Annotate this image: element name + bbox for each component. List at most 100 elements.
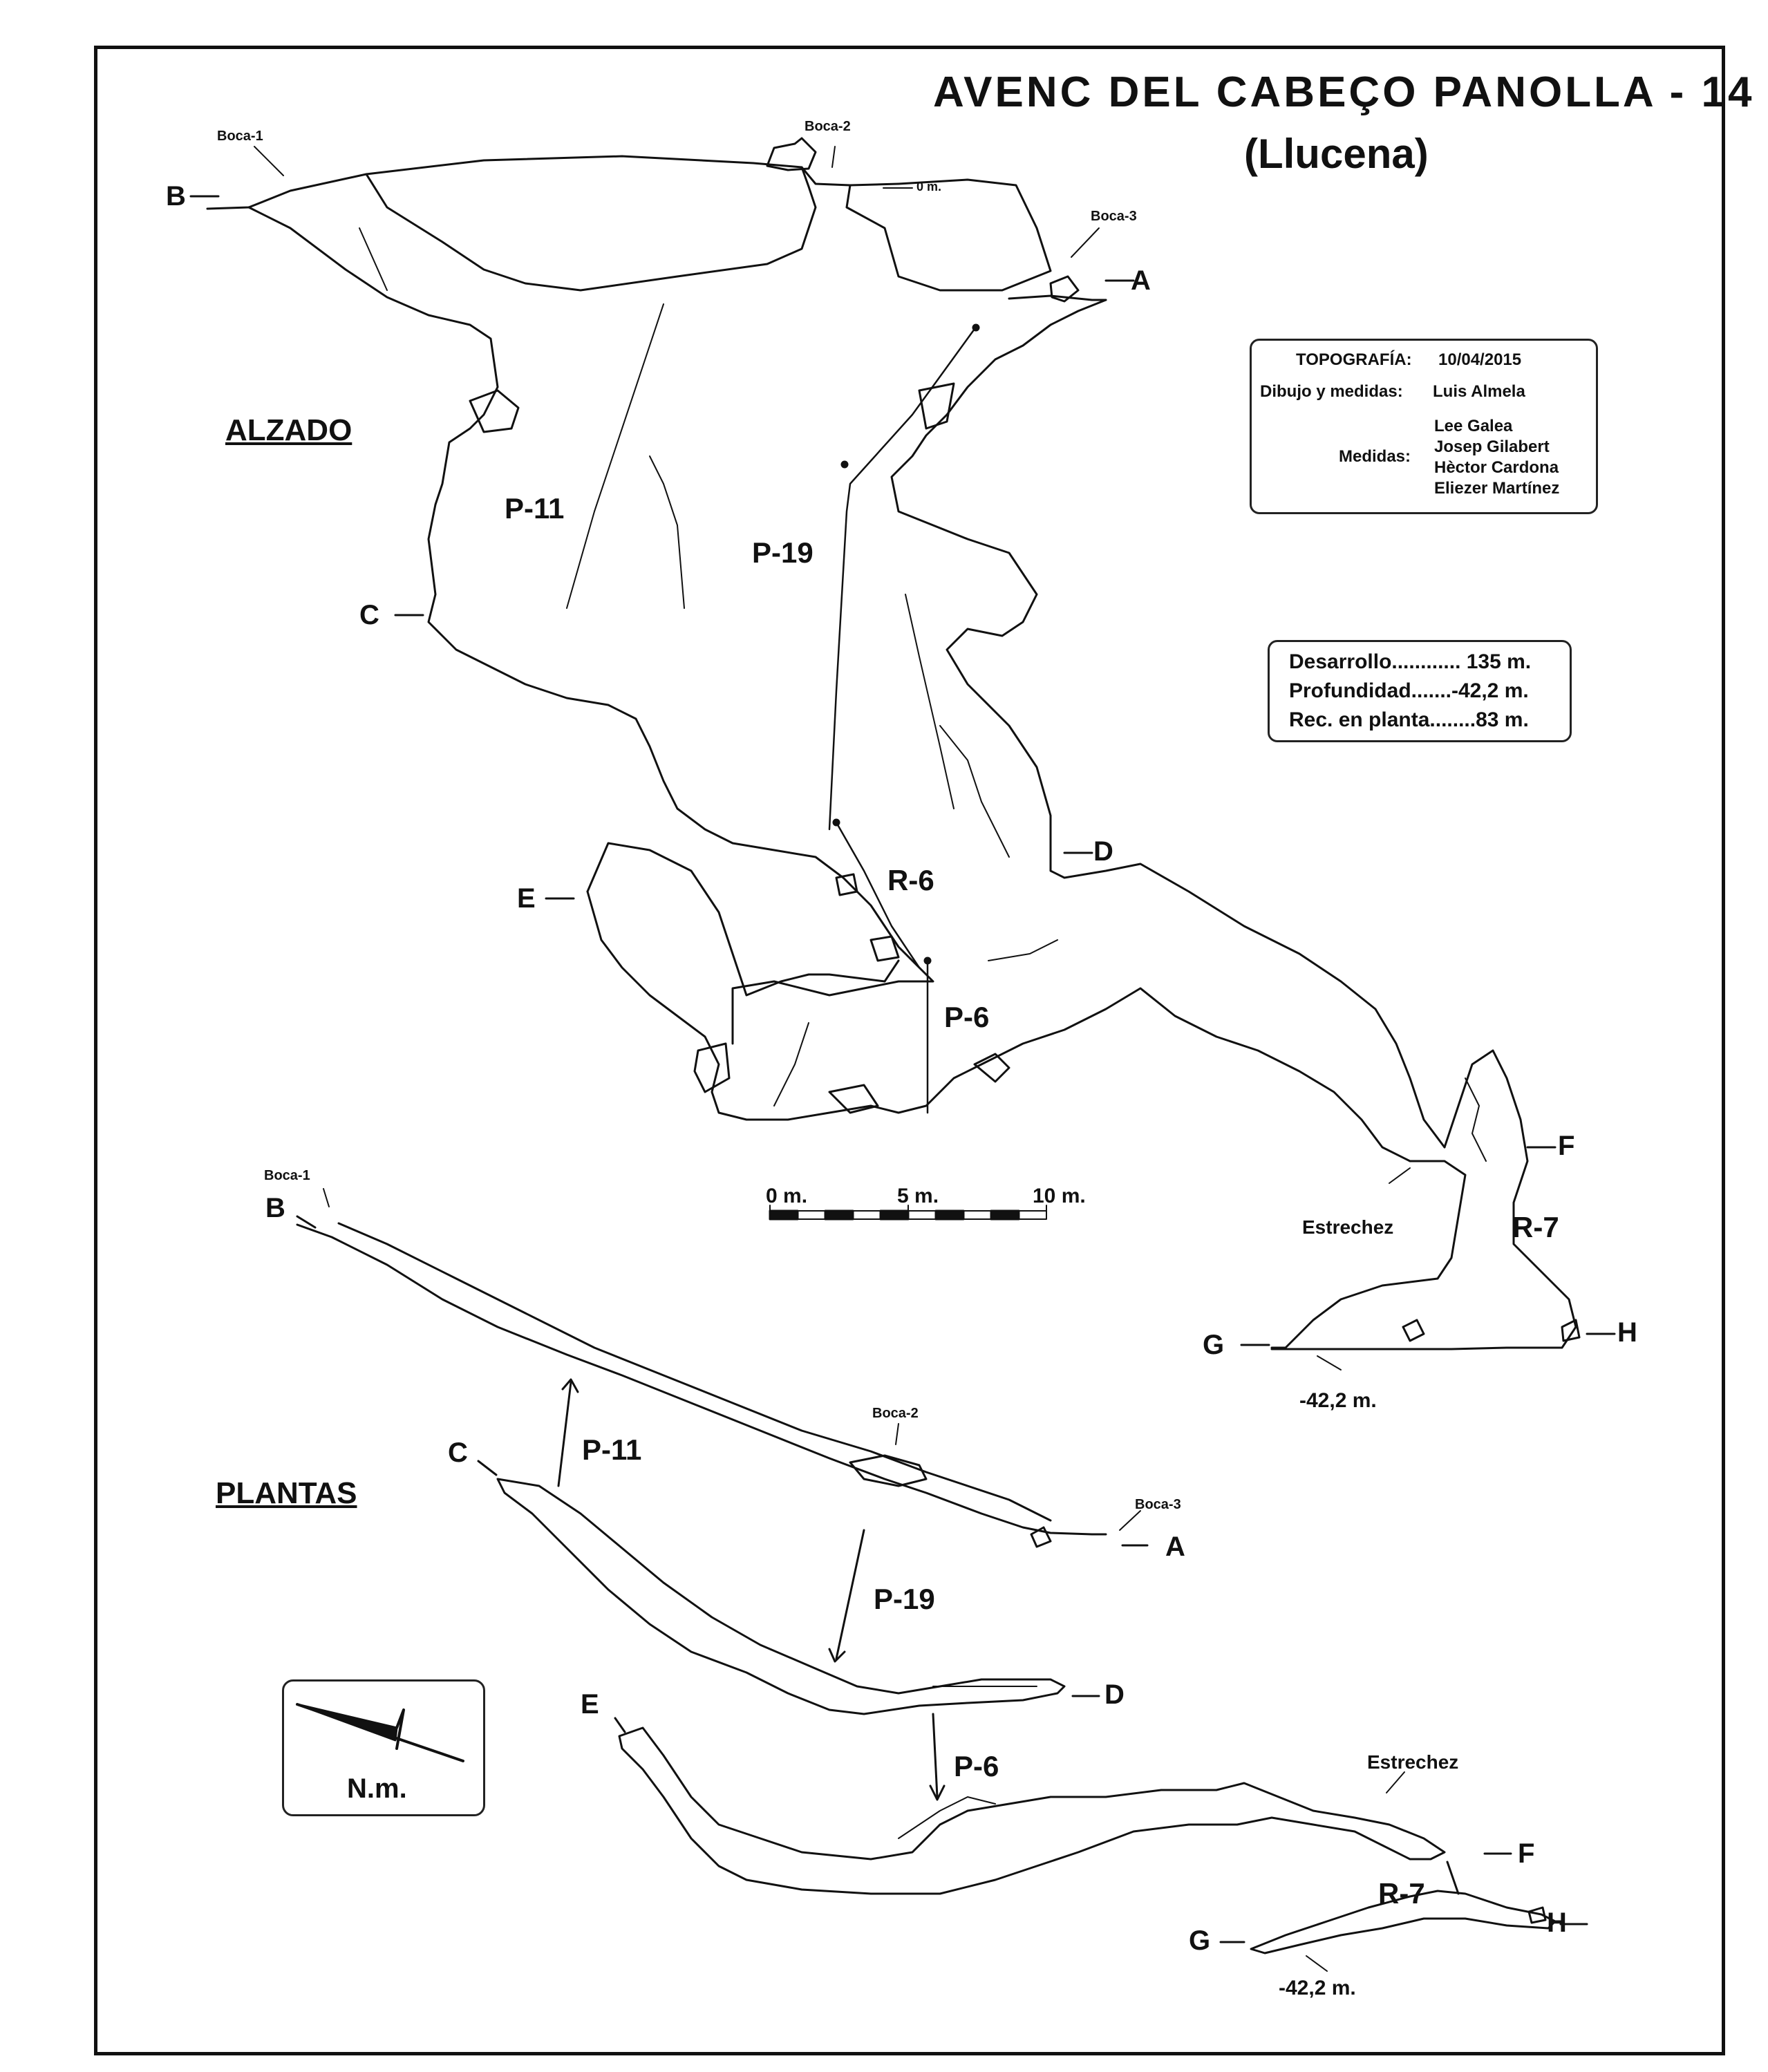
boca2-entrance — [766, 137, 817, 171]
map-frame — [94, 46, 1725, 2055]
plan-point-B: B — [265, 1193, 285, 1223]
plan-tick-E — [614, 1717, 626, 1733]
plan-arrow-p11-head — [561, 1378, 579, 1393]
elev-zero-level: 0 m. — [916, 180, 942, 194]
zero-chamber — [845, 178, 1052, 292]
plan-point-C: C — [448, 1438, 468, 1468]
elev-pit-p11: P-11 — [505, 492, 565, 525]
plan-passage-3-side — [898, 1796, 996, 1839]
stat-plan-length: Rec. en planta........83 m. — [1289, 708, 1529, 731]
map-title: AVENC DEL CABEÇO PANOLLA - 14 — [933, 68, 1755, 116]
lower-chamber — [586, 842, 900, 997]
r7-inner — [1465, 1077, 1487, 1162]
boulder-10 — [828, 1084, 879, 1114]
r7-right — [1270, 1049, 1577, 1350]
scale-bar — [769, 1205, 1047, 1221]
topo-label: TOPOGRAFÍA: — [1296, 350, 1412, 369]
plan-arrow-r7 — [1446, 1861, 1460, 1895]
survey-info-box: TOPOGRAFÍA: 10/04/2015 Dibujo y medidas:… — [1250, 339, 1598, 514]
surveyor-3: Hèctor Cardona — [1434, 458, 1559, 477]
boulder-4 — [835, 873, 858, 896]
plan-boca2: Boca-2 — [872, 1406, 919, 1421]
elev-pit-p19: P-19 — [752, 536, 814, 569]
depth-leader — [1317, 1355, 1342, 1371]
plan-boulder-2 — [1527, 1906, 1547, 1924]
r7-shaft — [1270, 1160, 1467, 1349]
elev-narrowing: Estrechez — [1302, 1216, 1394, 1238]
entrance-chamber — [365, 166, 817, 292]
plan-point-E: E — [581, 1689, 599, 1720]
anchor-4 — [923, 957, 932, 965]
boulder-7 — [973, 1053, 1010, 1083]
stat-depth: Profundidad.......-42,2 m. — [1289, 679, 1529, 702]
plan-point-G: G — [1189, 1925, 1211, 1956]
plan-boca2 — [849, 1454, 928, 1487]
plan-point-H: H — [1547, 1908, 1567, 1938]
r6-rope — [835, 821, 921, 969]
fracture-6 — [988, 939, 1058, 961]
drawing-label: Dibujo y medidas: — [1260, 382, 1403, 401]
plan-arrow-p19-head — [828, 1648, 846, 1663]
fracture-5 — [773, 1022, 809, 1106]
elev-pit-p6: P-6 — [944, 1001, 990, 1033]
elev-point-G: G — [1203, 1330, 1225, 1360]
elev-point-H: H — [1617, 1317, 1637, 1348]
plan-passage-3 — [618, 1726, 1446, 1895]
plan-boca2-leader — [895, 1423, 899, 1445]
section-plan: PLANTAS — [216, 1476, 357, 1510]
plan-arrow-p6 — [932, 1713, 939, 1798]
stat-development: Desarrollo............ 135 m. — [1289, 650, 1532, 673]
plan-depth: -42,2 m. — [1279, 1977, 1356, 1999]
plan-boca1-leader — [323, 1188, 330, 1207]
elev-point-F: F — [1558, 1131, 1575, 1161]
scale-label-10: 10 m. — [1033, 1185, 1086, 1207]
surveyor-2: Josep Gilabert — [1434, 437, 1550, 456]
narrowing-leader — [1389, 1167, 1411, 1184]
surveyor-4: Eliezer Martínez — [1434, 479, 1560, 498]
boulder-8 — [1402, 1319, 1425, 1342]
drawing-by: Luis Almela — [1433, 382, 1525, 401]
plan-pit-p6: P-6 — [954, 1750, 999, 1782]
elev-point-D: D — [1093, 836, 1113, 867]
elev-point-A: A — [1131, 265, 1151, 296]
plan-pit-p19: P-19 — [874, 1583, 935, 1615]
plan-point-A: A — [1165, 1532, 1185, 1562]
boulder-2 — [1049, 275, 1080, 303]
plan-boulder-1 — [1030, 1526, 1052, 1548]
plan-point-F: F — [1518, 1838, 1535, 1869]
boulder-3 — [918, 382, 955, 430]
plan-arrow-p6-head — [929, 1784, 946, 1801]
plan-depth-leader — [1306, 1955, 1328, 1972]
plan-passage-4 — [1250, 1890, 1557, 1955]
map-subtitle: (Llucena) — [1244, 131, 1429, 177]
elev-point-E: E — [517, 883, 536, 914]
elev-pit-r6: R-6 — [887, 864, 934, 896]
plan-passage-2 — [496, 1478, 1066, 1715]
scale-label-0: 0 m. — [766, 1185, 808, 1207]
plan-pit-r7: R-7 — [1378, 1877, 1425, 1910]
anchor-3 — [832, 818, 840, 827]
plan-passage-1-upper — [337, 1222, 1052, 1522]
surveyor-1: Lee Galea — [1434, 417, 1513, 435]
elev-pit-r7: R-7 — [1512, 1211, 1559, 1243]
north-arrow-icon — [296, 1703, 464, 1762]
anchor-2 — [840, 460, 849, 469]
north-box — [282, 1679, 485, 1816]
fracture-1 — [566, 303, 664, 609]
plan-passage-1 — [296, 1223, 1107, 1536]
surface-line-right — [1008, 294, 1107, 301]
boulder-5 — [869, 935, 900, 962]
boulder-6 — [693, 1042, 731, 1093]
fracture-4 — [939, 725, 1010, 858]
scale-label-5: 5 m. — [897, 1185, 939, 1207]
elev-point-B: B — [166, 181, 186, 211]
plan-tick-C — [477, 1460, 498, 1476]
plan-arrow-p19 — [835, 1529, 865, 1660]
surface-line — [206, 155, 900, 210]
plan-arrow-p11 — [557, 1381, 572, 1487]
elev-point-C: C — [359, 600, 379, 630]
plan-narrowing-leader — [1386, 1771, 1405, 1793]
north-label: N.m. — [347, 1773, 407, 1804]
boca1-leader — [254, 146, 284, 176]
